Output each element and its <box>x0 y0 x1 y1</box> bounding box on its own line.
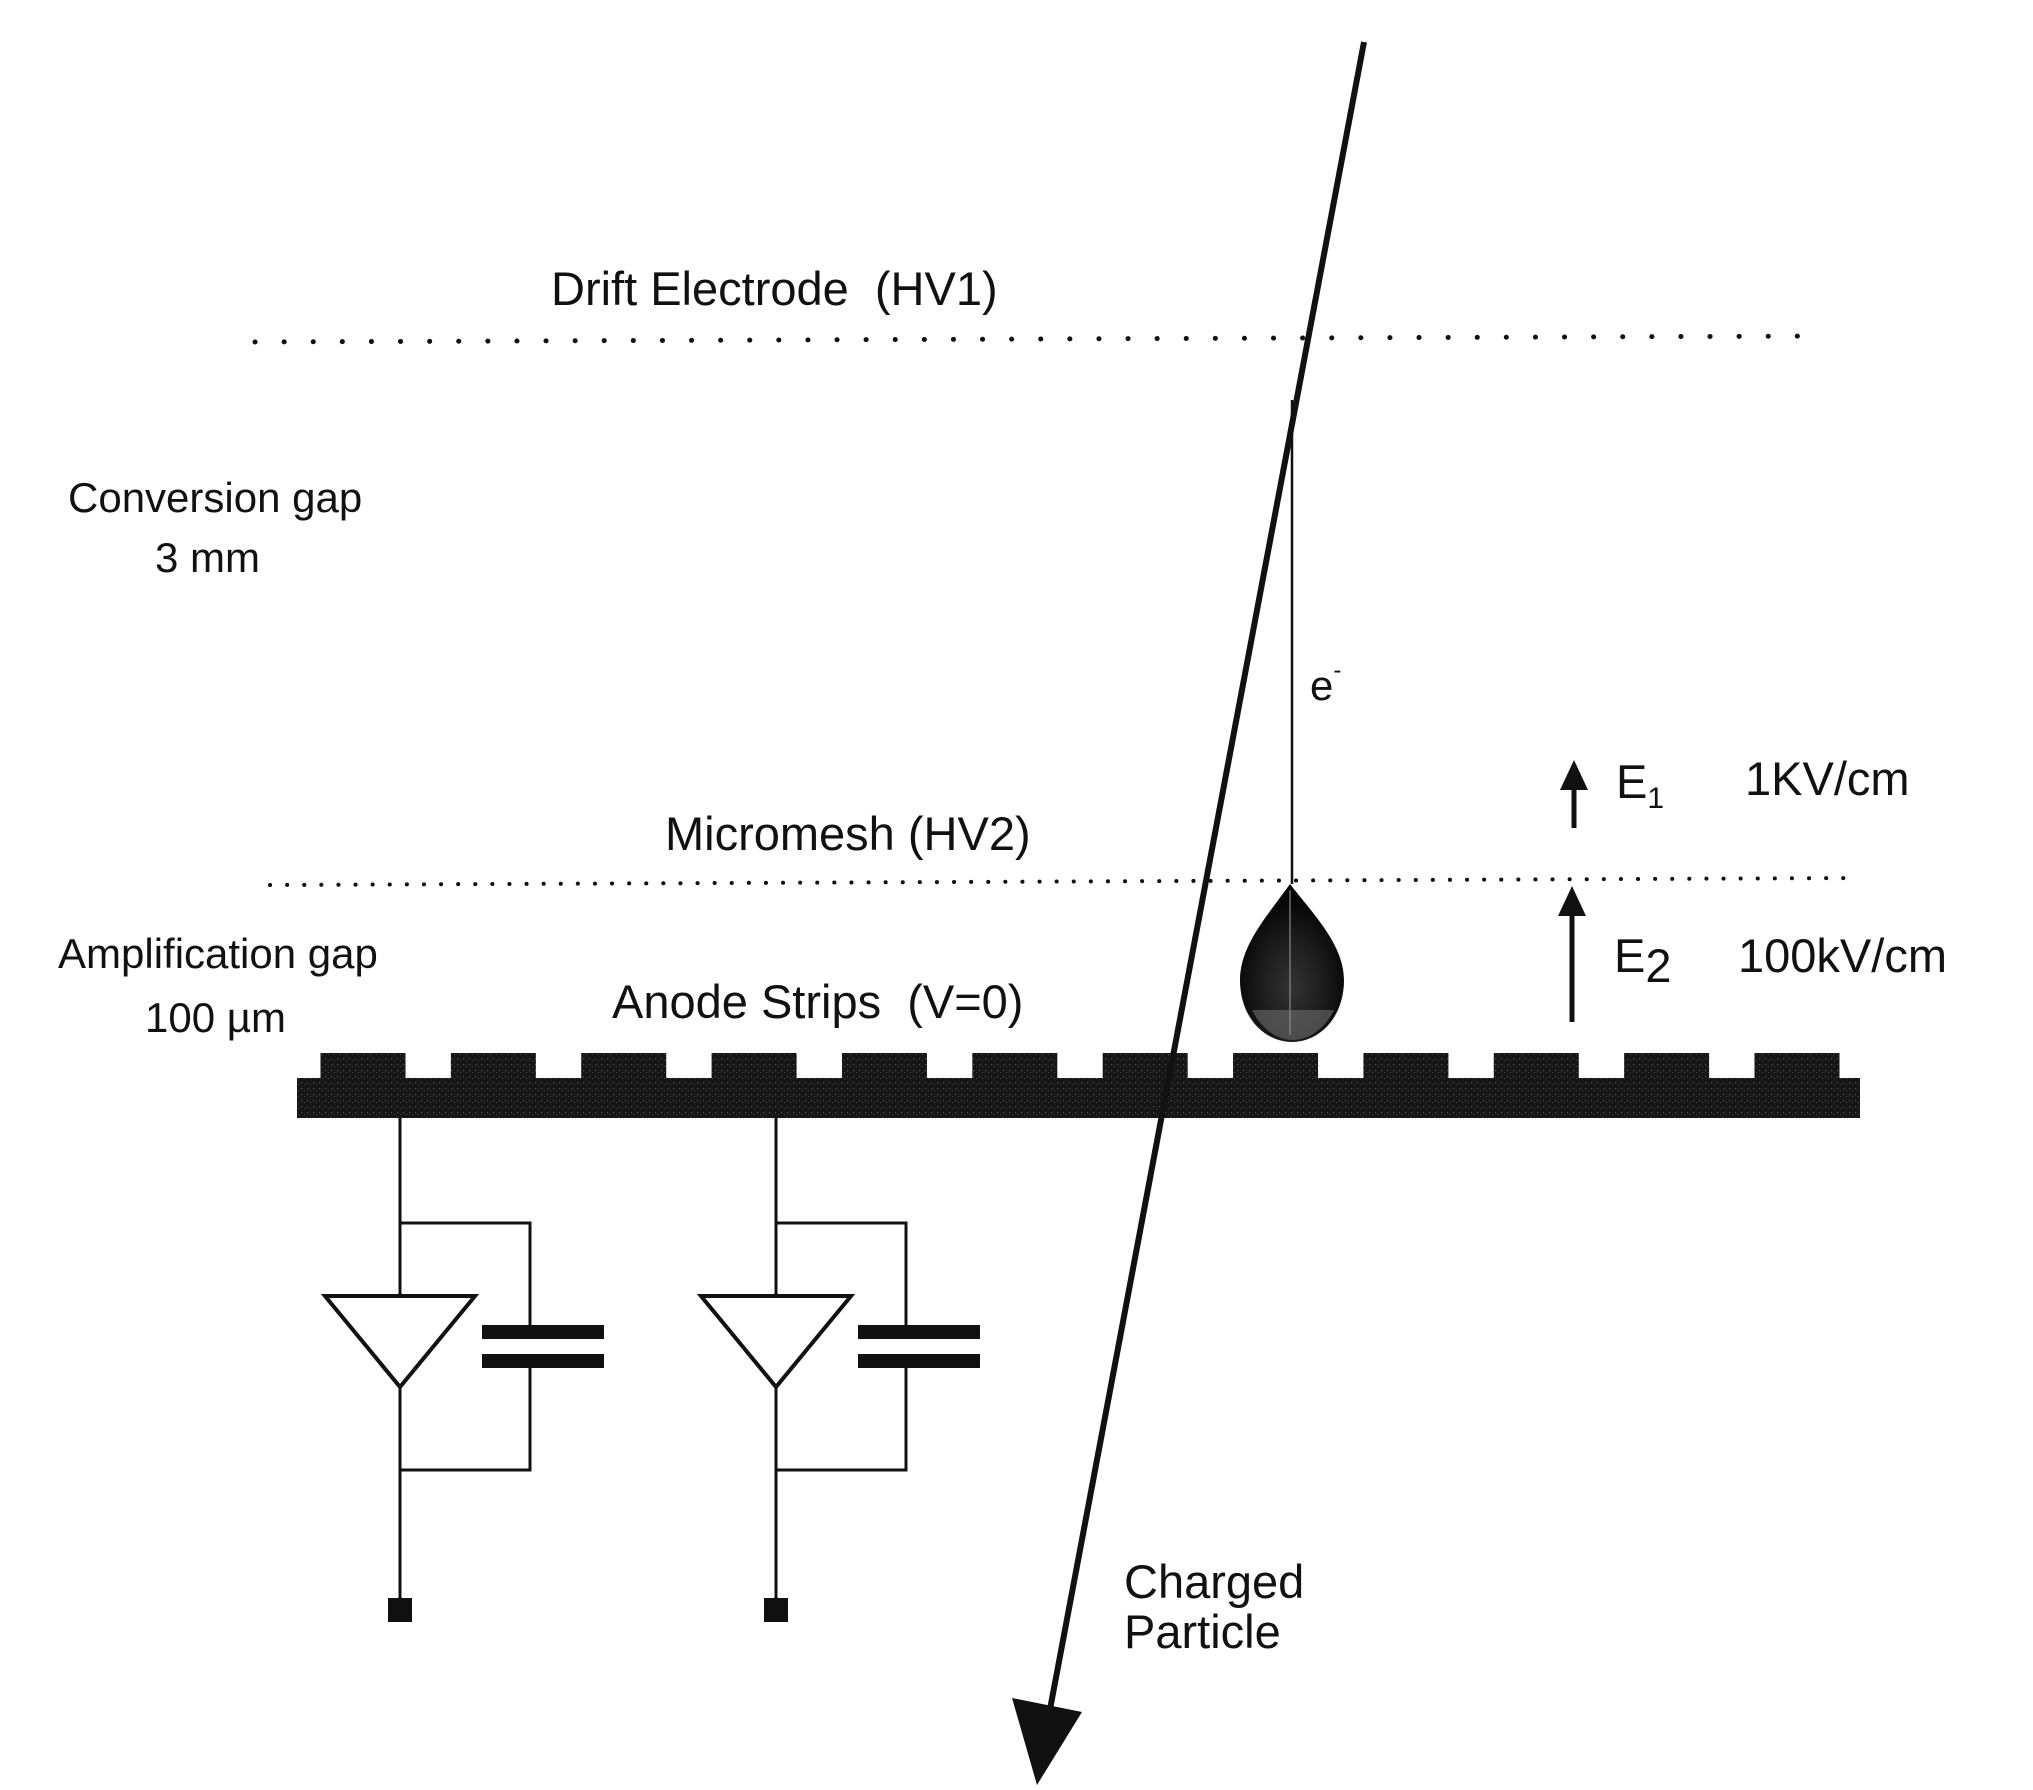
anode-strip <box>1493 1053 1579 1081</box>
anode-strips <box>320 1053 1840 1081</box>
charged-particle-track <box>1012 41 1367 1785</box>
electron-label: e- <box>1310 657 1341 709</box>
anode-strip <box>972 1053 1058 1081</box>
amplification-gap-label: Amplification gap <box>58 930 378 977</box>
field1-value: 1KV/cm <box>1745 752 1910 805</box>
preamplifier <box>696 1294 856 1391</box>
drift-electrode-line <box>252 333 1828 345</box>
anode-strip <box>320 1053 406 1081</box>
anode-strip <box>450 1053 536 1081</box>
micromesh-label: Micromesh (HV2) <box>665 807 1031 860</box>
output-pad <box>388 1598 412 1622</box>
anode-strip <box>841 1053 927 1081</box>
anode-strip <box>1754 1053 1840 1081</box>
anode-strip <box>1624 1053 1710 1081</box>
field2-label: E2 <box>1614 929 1672 992</box>
readout-channels <box>320 1118 980 1622</box>
anode-strip <box>581 1053 667 1081</box>
avalanche-drop <box>1240 884 1344 1042</box>
anode-strips-label: Anode Strips (V=0) <box>612 975 1023 1028</box>
charged-particle-label-line2: Particle <box>1124 1605 1281 1658</box>
field1-label: E1 <box>1616 755 1664 815</box>
field2-arrow <box>1558 886 1586 1022</box>
conversion-gap-label: Conversion gap <box>68 474 362 521</box>
anode-strip <box>1233 1053 1319 1081</box>
anode-board <box>297 1078 1860 1118</box>
anode-strip <box>1363 1053 1449 1081</box>
feedback-capacitor <box>482 1325 604 1368</box>
output-pad <box>764 1598 788 1622</box>
preamplifier <box>320 1294 480 1391</box>
particle-arrowhead <box>1012 1698 1082 1785</box>
field2-value: 100kV/cm <box>1738 929 1947 982</box>
micromesh-line <box>268 876 1862 887</box>
feedback-capacitor <box>858 1325 980 1368</box>
drift-electrode-label: Drift Electrode (HV1) <box>551 262 998 315</box>
charged-particle-label-line1: Charged <box>1124 1555 1304 1608</box>
field1-arrow <box>1560 760 1588 828</box>
amplification-gap-size: 100 µm <box>145 994 286 1041</box>
avalanche-drop-shading <box>1252 1010 1334 1040</box>
readout-channel <box>320 1118 604 1622</box>
conversion-gap-size: 3 mm <box>155 534 260 581</box>
readout-channel <box>696 1118 980 1622</box>
anode-strip <box>711 1053 797 1081</box>
